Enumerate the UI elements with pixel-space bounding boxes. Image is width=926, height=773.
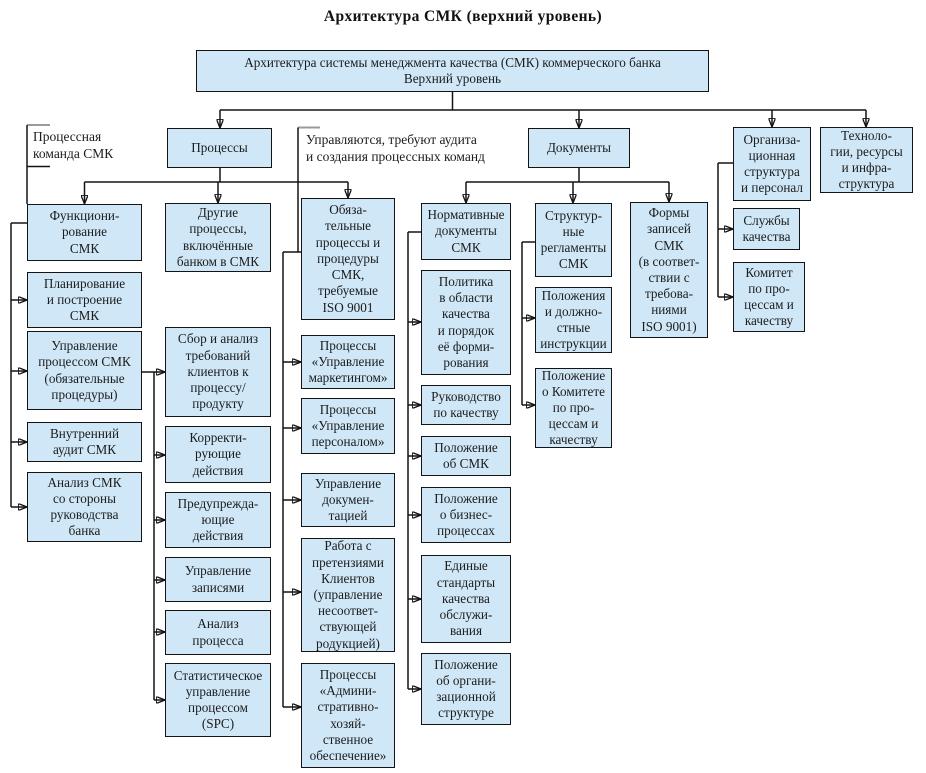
node-process-analysis: Анализ процесса	[165, 610, 271, 655]
node-normative-documents: Нормативные документы СМК	[421, 203, 511, 260]
node-client-requirements: Сбор и анализ требований клиентов к проц…	[165, 327, 271, 417]
node-committee-regulation: Положение о Комитете по про- цессам и ка…	[535, 368, 612, 448]
node-technologies: Техноло- гии, ресурсы и инфра- структура	[820, 127, 913, 193]
label-process-team: Процессная команда СМК	[33, 129, 114, 161]
node-other-processes: Другие процессы, включённые банком в СМК	[165, 203, 271, 272]
node-quality-manual: Руководство по качеству	[421, 385, 511, 425]
node-corrective-actions: Корректи- рующие действия	[165, 426, 271, 483]
node-quality-services: Службы качества	[733, 208, 800, 250]
node-smk-regulation: Положение об СМК	[421, 436, 511, 476]
node-org-structure-regulation: Положение об органи- зационной структуре	[421, 653, 511, 725]
node-root: Архитектура системы менеджмента качества…	[196, 50, 709, 92]
node-functioning-smk: Функциони- рование СМК	[27, 204, 142, 261]
node-mandatory-processes: Обяза- тельные процессы и процедуры СМК,…	[301, 198, 395, 320]
node-processes: Процессы	[167, 128, 272, 168]
node-personnel-processes: Процессы «Управление персоналом»	[301, 398, 395, 454]
node-records-management: Управление записями	[165, 557, 271, 602]
node-planning-smk: Планирование и построение СМК	[27, 272, 142, 328]
node-quality-committee: Комитет по про- цессам и качеству	[733, 262, 805, 332]
node-document-management: Управление докумен- тацией	[301, 473, 395, 527]
node-smk-process-management: Управление процессом СМК (обязательные п…	[27, 331, 142, 410]
node-preventive-actions: Предупрежда- ющие действия	[165, 492, 271, 548]
node-org-structure: Организа- ционная структура и персонал	[733, 127, 811, 201]
node-structural-regulations: Структур- ные регламенты СМК	[535, 203, 612, 277]
node-business-process-regulation: Положение о бизнес- процессах	[421, 487, 511, 543]
node-job-instructions: Положения и должно- стные инструкции	[535, 287, 612, 353]
node-marketing-processes: Процессы «Управление маркетингом»	[301, 335, 395, 389]
node-spc: Статистическое управление процессом (SPC…	[165, 663, 271, 737]
node-internal-audit: Внутренний аудит СМК	[27, 422, 142, 462]
node-record-forms: Формы записей СМК (в соответ- ствии с тр…	[630, 202, 708, 338]
node-management-review: Анализ СМК со стороны руководства банка	[27, 472, 142, 542]
label-managed-note: Управляются, требуют аудита и создания п…	[306, 132, 485, 164]
diagram-title: Архитектура СМК (верхний уровень)	[323, 8, 603, 25]
node-documents: Документы	[528, 128, 630, 168]
node-admin-support: Процессы «Админи- стративно- хозяй- стве…	[301, 663, 395, 768]
node-client-claims: Работа с претензиями Клиентов (управлени…	[301, 538, 395, 652]
node-service-quality-standards: Единые стандарты качества обслужи- вания	[421, 555, 511, 643]
node-quality-policy: Политика в области качества и порядок её…	[421, 270, 511, 375]
